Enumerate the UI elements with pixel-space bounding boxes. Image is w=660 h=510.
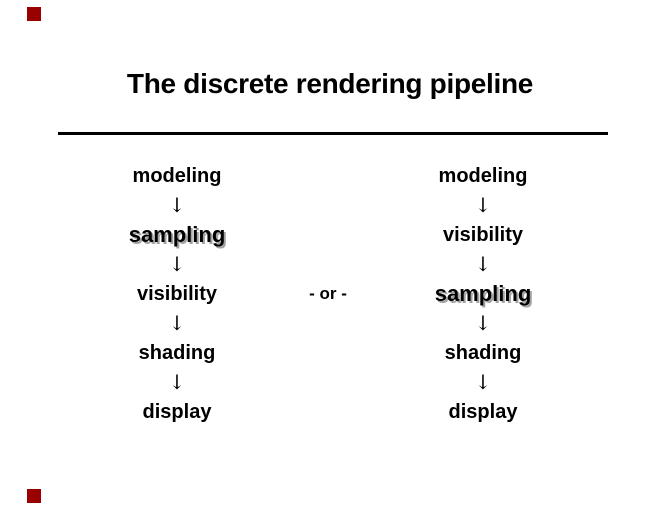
pipeline-column-left: modeling ↓ sampling ↓ visibility ↓ shadi… xyxy=(77,164,277,424)
pipeline-stage-modeling: modeling xyxy=(132,165,222,187)
arrow-down-icon: ↓ xyxy=(168,252,186,276)
title-divider-line xyxy=(58,132,608,135)
slide-title: The discrete rendering pipeline xyxy=(126,68,534,99)
pipeline-stage-visibility: visibility xyxy=(136,283,218,305)
arrow-down-icon: ↓ xyxy=(168,311,186,335)
pipeline-stage-display: display xyxy=(448,401,518,423)
pipeline-stage-sampling: sampling xyxy=(434,281,532,306)
slide-nav-square[interactable] xyxy=(27,7,41,21)
arrow-down-icon: ↓ xyxy=(474,311,492,335)
pipeline-stage-shading: shading xyxy=(138,342,216,364)
pipeline-stage-visibility: visibility xyxy=(442,224,524,246)
pipeline-stage-modeling: modeling xyxy=(438,165,528,187)
slide-nav-square[interactable] xyxy=(27,489,41,503)
arrow-down-icon: ↓ xyxy=(474,252,492,276)
pipeline-stage-sampling: sampling xyxy=(128,222,226,247)
arrow-down-icon: ↓ xyxy=(474,193,492,217)
arrow-down-icon: ↓ xyxy=(168,370,186,394)
pipeline-column-right: modeling ↓ visibility ↓ sampling ↓ shadi… xyxy=(383,164,583,424)
arrow-down-icon: ↓ xyxy=(474,370,492,394)
arrow-down-icon: ↓ xyxy=(168,193,186,217)
pipeline-stage-shading: shading xyxy=(444,342,522,364)
pipeline-stage-display: display xyxy=(142,401,212,423)
or-separator-label: - or - xyxy=(309,284,347,303)
